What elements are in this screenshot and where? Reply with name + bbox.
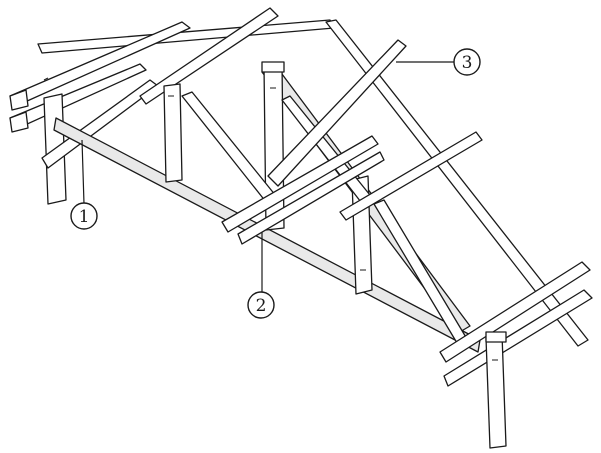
right-post (485, 333, 507, 449)
post-cap-right (485, 331, 507, 343)
bottom-chord (53, 117, 481, 353)
left-beam-end-upper (9, 89, 29, 111)
joint-marks (43, 77, 498, 361)
right-beam-lower (443, 289, 593, 387)
middle-beam-lower (237, 151, 385, 245)
upper-right-purlin (267, 39, 407, 187)
callout-3: 3 (453, 48, 481, 76)
callout-2: 2 (247, 291, 275, 319)
main-rafter (325, 19, 589, 347)
right-beam-upper (439, 261, 591, 363)
middle-beam-upper (221, 135, 379, 233)
callout-2-label: 2 (256, 296, 267, 316)
upper-purlin (139, 7, 279, 105)
callout-1: 1 (70, 202, 98, 230)
left-beam-end-lower (9, 111, 29, 133)
callout-1-label: 1 (79, 207, 90, 227)
callout-3-label: 3 (462, 53, 473, 73)
post-left-center (163, 83, 183, 183)
right-diagonal (373, 199, 471, 349)
right-cross-beam (339, 131, 483, 221)
post-cap-center (261, 61, 285, 73)
leader-1 (81, 139, 85, 205)
center-diagonal-left (181, 91, 277, 203)
